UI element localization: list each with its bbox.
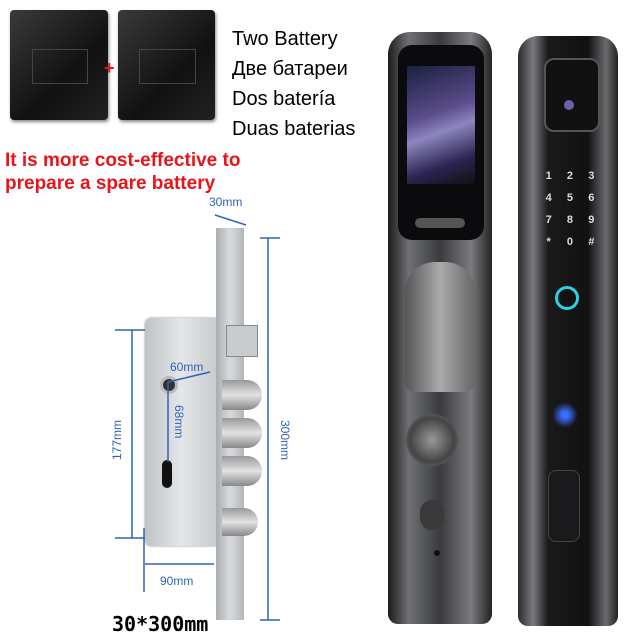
key-5[interactable]: 5 xyxy=(566,192,574,204)
promo-line-2: prepare a spare battery xyxy=(5,173,216,194)
dim-60mm: 60mm xyxy=(170,360,204,374)
camera-lens-icon xyxy=(564,100,574,110)
key-2[interactable]: 2 xyxy=(566,170,574,182)
screen-nav-buttons xyxy=(415,218,465,228)
mortise-body xyxy=(145,318,217,546)
dim-177mm: 177mm xyxy=(110,419,124,460)
deadbolt-3 xyxy=(222,456,262,486)
promo-line-1: It is more cost-effective to xyxy=(5,150,241,171)
cylinder-hole xyxy=(162,460,172,488)
fingerprint-sensor-icon[interactable] xyxy=(555,286,579,310)
front-handle[interactable] xyxy=(405,262,475,392)
dim-68mm: 68mm xyxy=(172,405,186,439)
key-cylinder xyxy=(420,500,444,530)
deadbolt-4 xyxy=(222,508,258,536)
plus-sign: + xyxy=(104,58,115,78)
text-two-battery-pt: Duas baterias xyxy=(232,118,356,140)
dim-90mm: 90mm xyxy=(160,574,194,588)
text-two-battery-en: Two Battery xyxy=(232,28,338,50)
key-3[interactable]: 3 xyxy=(588,170,595,182)
dim-300mm: 300mm xyxy=(278,420,292,461)
mortise-caption: 30*300mm xyxy=(112,612,209,636)
indicator-light xyxy=(434,550,440,556)
key-hash[interactable]: # xyxy=(588,236,595,248)
deadbolt-2 xyxy=(222,418,262,448)
key-4[interactable]: 4 xyxy=(545,192,552,204)
key-8[interactable]: 8 xyxy=(566,214,574,226)
back-handle[interactable] xyxy=(548,470,580,542)
key-star[interactable]: * xyxy=(546,236,551,248)
latch-bolt xyxy=(226,325,258,357)
nfc-card-area-icon xyxy=(550,400,580,430)
key-7[interactable]: 7 xyxy=(545,214,552,226)
screen-wallpaper xyxy=(407,66,475,184)
thumb-turn-knob[interactable] xyxy=(406,414,458,466)
battery-2 xyxy=(118,10,215,120)
battery-1 xyxy=(10,10,108,120)
dim-30mm: 30mm xyxy=(209,195,243,209)
text-two-battery-es: Dos batería xyxy=(232,88,336,110)
text-two-battery-ru: Две батареи xyxy=(232,58,348,80)
key-0[interactable]: 0 xyxy=(566,236,574,248)
deadbolt-1 xyxy=(222,380,262,410)
key-6[interactable]: 6 xyxy=(588,192,595,204)
camera-module xyxy=(544,58,600,132)
key-1[interactable]: 1 xyxy=(545,170,552,182)
key-9[interactable]: 9 xyxy=(588,214,595,226)
keypad[interactable]: 1 2 3 4 5 6 7 8 9 * 0 # xyxy=(538,170,602,248)
